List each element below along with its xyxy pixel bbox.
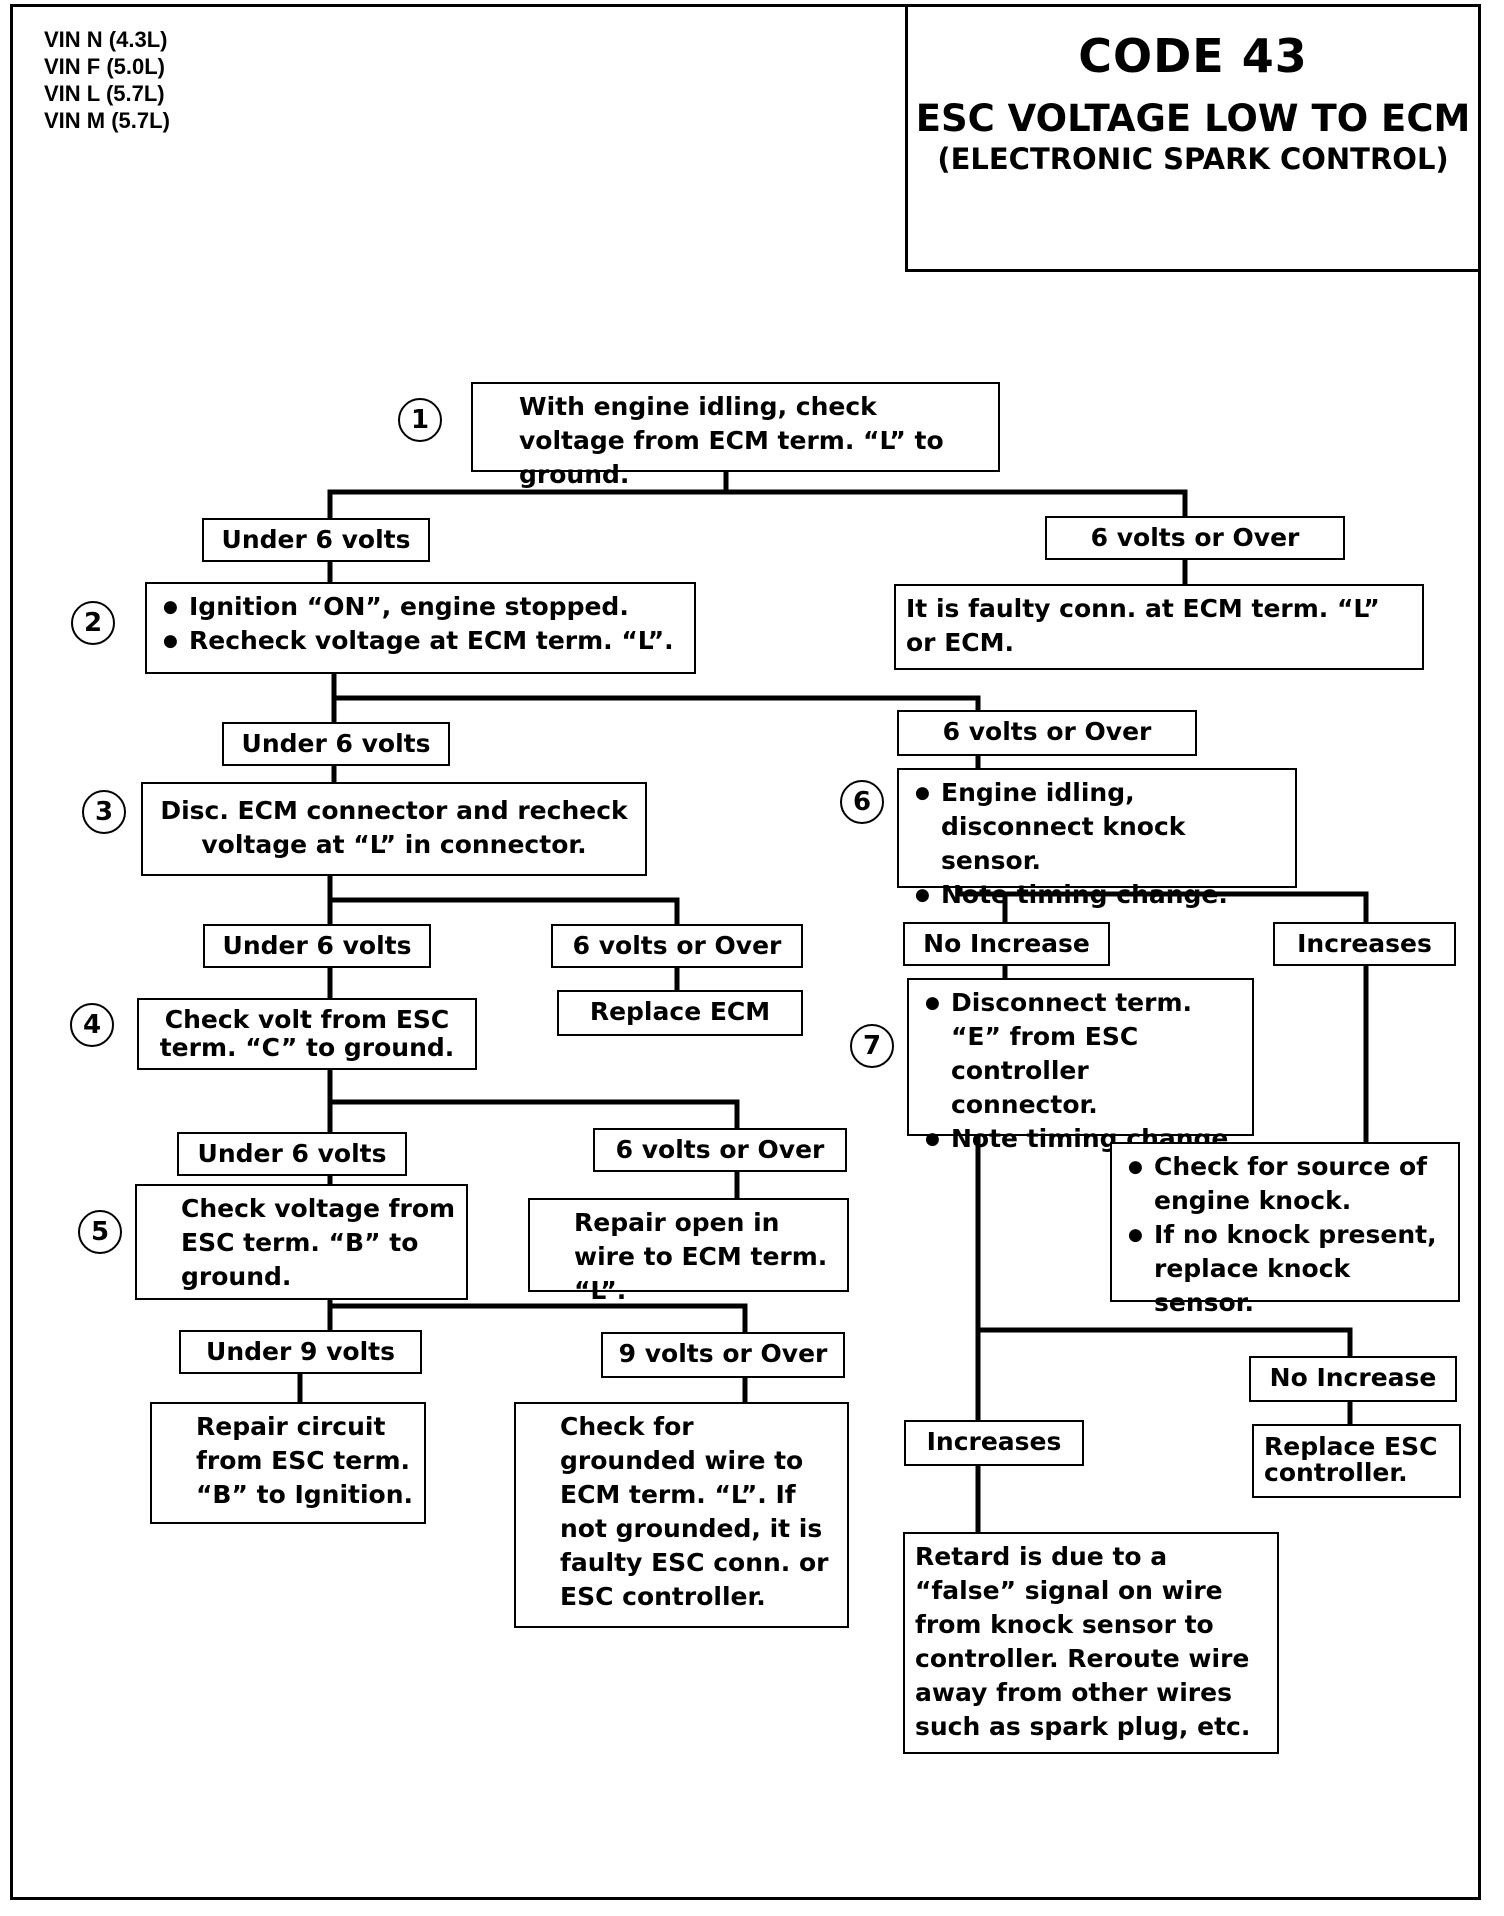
label-no-increase: No Increase	[903, 922, 1110, 966]
step-1-box: With engine idling, check voltage from E…	[471, 382, 1000, 489]
label-under-6-volts: Under 6 volts	[177, 1132, 407, 1176]
false-signal-box: Retard is due to a “false” signal on wir…	[903, 1532, 1279, 1754]
repair-circuit-box: Repair circuit from ESC term. “B” to Ign…	[150, 1402, 426, 1524]
label-6-volts-or-over: 6 volts or Over	[593, 1128, 847, 1172]
step-7-marker: 7	[850, 1024, 894, 1068]
step-7-item: Disconnect term. “E” from ESC controller…	[919, 986, 1242, 1122]
knock-check-box: Check for source of engine knock. If no …	[1110, 1142, 1460, 1317]
step-5-marker: 5	[78, 1210, 122, 1254]
replace-esc-box: Replace ESC controller.	[1252, 1424, 1461, 1498]
label-6-volts-or-over: 6 volts or Over	[551, 924, 803, 968]
step-5-box: Check voltage from ESC term. “B” to grou…	[135, 1184, 468, 1300]
step-2-item: Recheck voltage at ECM term. “L”.	[157, 624, 684, 658]
step-2-box: Ignition “ON”, engine stopped. Recheck v…	[145, 582, 696, 674]
step-4-box: Check volt from ESC term. “C” to ground.	[137, 998, 477, 1070]
label-under-6-volts: Under 6 volts	[203, 924, 431, 968]
repair-open-box: Repair open in wire to ECM term. “L”.	[528, 1198, 849, 1305]
vin-list: VIN N (4.3L) VIN F (5.0L) VIN L (5.7L) V…	[44, 26, 170, 134]
knock-check-item: Check for source of engine knock.	[1122, 1150, 1448, 1218]
step-3-box: Disc. ECM connector and recheck voltage …	[141, 782, 647, 876]
vin-line: VIN N (4.3L)	[44, 27, 168, 52]
label-under-9-volts: Under 9 volts	[179, 1330, 422, 1374]
step-2-marker: 2	[71, 601, 115, 645]
label-increases: Increases	[904, 1420, 1084, 1466]
knock-check-item: If no knock present, replace knock senso…	[1122, 1218, 1448, 1320]
step-3-marker: 3	[82, 790, 126, 834]
label-no-increase: No Increase	[1249, 1356, 1457, 1402]
step-7-box: Disconnect term. “E” from ESC controller…	[907, 978, 1254, 1156]
label-6-volts-or-over: 6 volts or Over	[897, 710, 1197, 756]
vin-line: VIN L (5.7L)	[44, 81, 165, 106]
label-9-volts-or-over: 9 volts or Over	[601, 1332, 845, 1378]
faulty-connection-box: It is faulty conn. at ECM term. “L” or E…	[894, 584, 1424, 670]
label-increases: Increases	[1273, 922, 1456, 966]
code-number: CODE 43	[1078, 29, 1308, 83]
check-grounded-box: Check for grounded wire to ECM term. “L”…	[514, 1402, 849, 1628]
label-under-6-volts: Under 6 volts	[222, 722, 450, 766]
label-under-6-volts: Under 6 volts	[202, 518, 430, 562]
label-6-volts-or-over: 6 volts or Over	[1045, 516, 1345, 560]
page-frame	[10, 4, 1481, 1900]
step-6-item: Engine idling, disconnect knock sensor.	[909, 776, 1285, 878]
step-6-marker: 6	[840, 780, 884, 824]
replace-ecm-box: Replace ECM	[557, 990, 803, 1036]
step-6-item: Note timing change.	[909, 878, 1285, 912]
vin-line: VIN F (5.0L)	[44, 54, 166, 79]
vin-line: VIN M (5.7L)	[44, 108, 170, 133]
code-header: CODE 43 ESC VOLTAGE LOW TO ECM (ELECTRON…	[905, 4, 1481, 272]
code-subtitle: (ELECTRONIC SPARK CONTROL)	[937, 142, 1449, 176]
step-1-marker: 1	[398, 398, 442, 442]
step-2-item: Ignition “ON”, engine stopped.	[157, 590, 684, 624]
step-6-box: Engine idling, disconnect knock sensor. …	[897, 768, 1297, 912]
step-4-marker: 4	[70, 1003, 114, 1047]
code-title: ESC VOLTAGE LOW TO ECM	[915, 97, 1471, 140]
